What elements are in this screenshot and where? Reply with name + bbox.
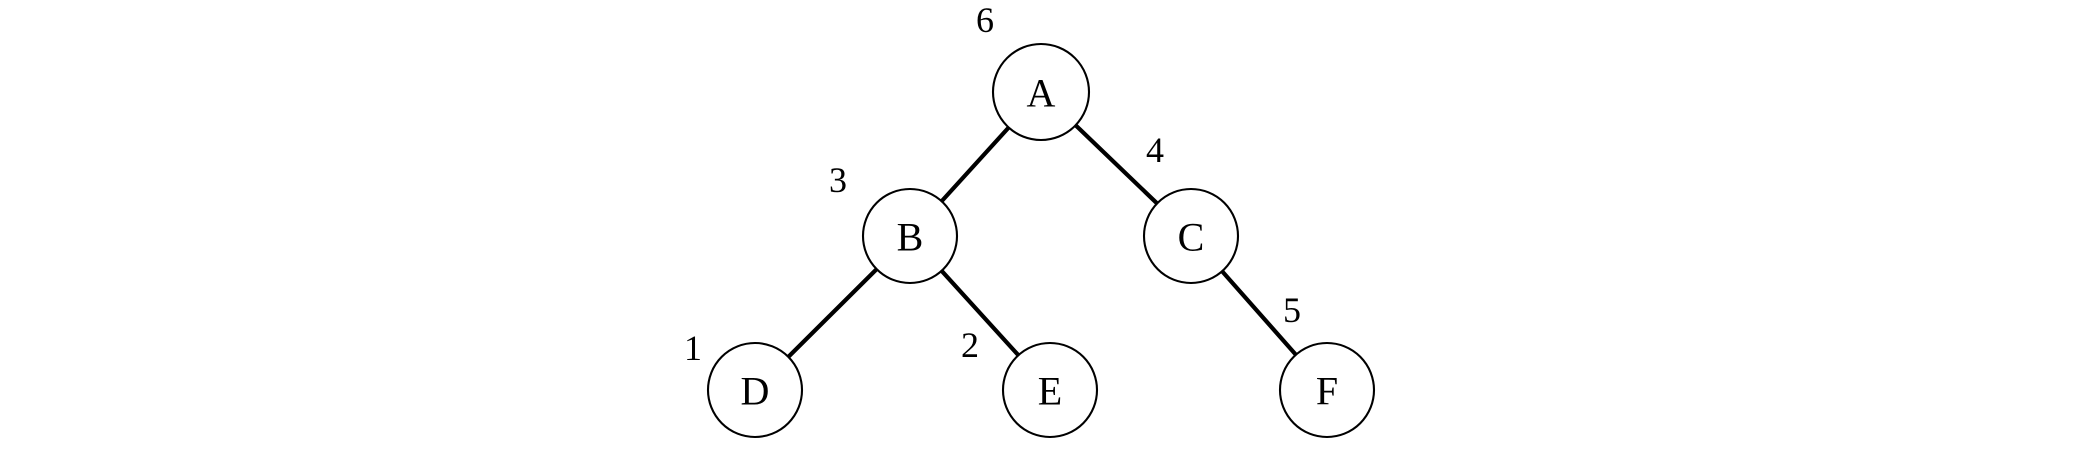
tree-node-c[interactable]: C <box>1142 187 1240 285</box>
edge-weight-label-1: 4 <box>1146 130 1164 170</box>
node-label-c: C <box>1178 215 1205 260</box>
tree-edge-weights-group: 6 4 3 2 5 1 <box>684 0 1301 368</box>
tree-node-d[interactable]: D <box>706 341 804 439</box>
node-circle-b[interactable] <box>861 187 959 285</box>
tree-node-f[interactable]: F <box>1278 341 1376 439</box>
edge-weight-label-0: 6 <box>976 0 994 40</box>
node-circle-e[interactable] <box>1001 341 1099 439</box>
tree-node-a[interactable]: A <box>991 42 1091 142</box>
tree-edge-a-to-b <box>939 125 1011 204</box>
node-label-d: D <box>741 369 770 414</box>
node-label-b: B <box>897 215 924 260</box>
node-label-f: F <box>1316 369 1338 414</box>
edge-weight-label-3: 2 <box>961 325 979 365</box>
node-circle-c[interactable] <box>1142 187 1240 285</box>
node-label-e: E <box>1038 369 1062 414</box>
edge-weight-label-2: 3 <box>829 160 847 200</box>
tree-edge-b-to-e <box>939 268 1021 358</box>
tree-node-e[interactable]: E <box>1001 341 1099 439</box>
edge-weight-label-5: 1 <box>684 328 702 368</box>
tree-nodes-group: A B C D E F <box>706 42 1376 439</box>
tree-edges-group <box>786 123 1298 359</box>
node-circle-a[interactable] <box>991 42 1091 142</box>
tree-edge-b-to-d <box>786 267 879 359</box>
tree-edge-c-to-f <box>1220 269 1298 357</box>
tree-node-b[interactable]: B <box>861 187 959 285</box>
node-label-a: A <box>1027 71 1056 116</box>
edge-weight-label-4: 5 <box>1283 290 1301 330</box>
node-circle-d[interactable] <box>706 341 804 439</box>
node-circle-f[interactable] <box>1278 341 1376 439</box>
tree-edge-a-to-c <box>1073 123 1160 206</box>
